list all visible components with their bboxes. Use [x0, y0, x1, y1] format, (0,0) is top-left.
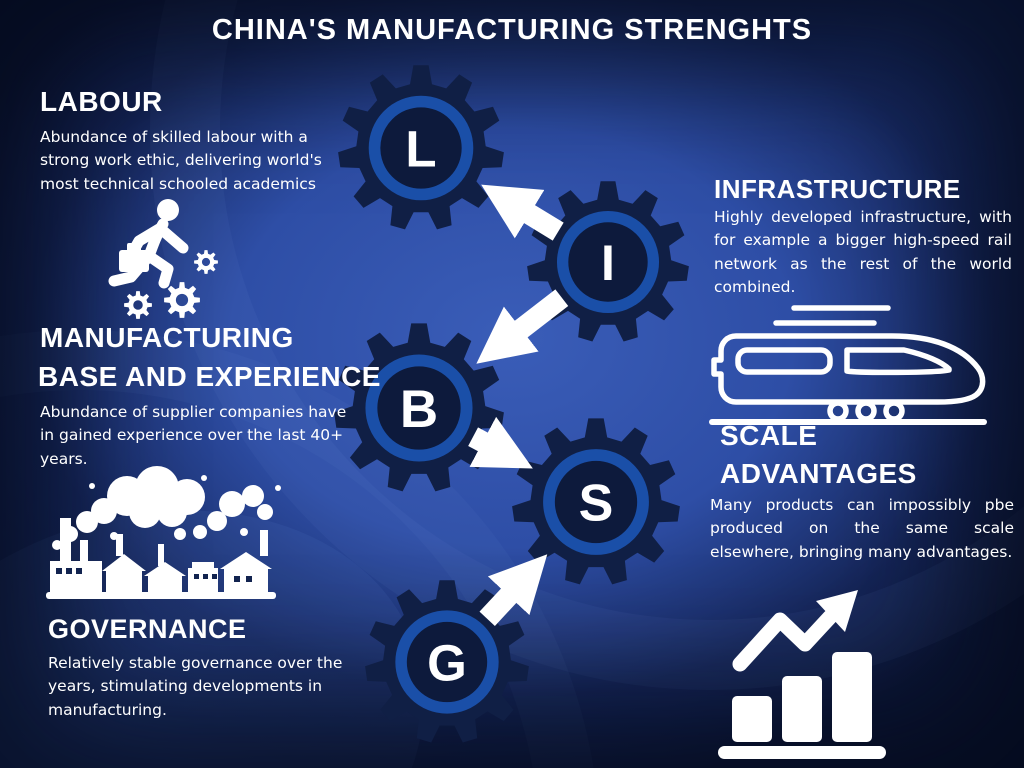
infrastructure-heading: INFRASTRUCTURE: [714, 174, 961, 204]
scale-advantages-heading-line2: ADVANTAGES: [720, 458, 917, 489]
scale-advantages-body: Many products can impossibly pbe produce…: [710, 496, 1014, 561]
gear-S: S: [512, 418, 680, 585]
flow-arrow-B-to-S: [468, 416, 533, 469]
page-title: CHINA'S MANUFACTURING STRENGHTS: [211, 14, 813, 46]
flow-arrow-I-to-B: [476, 289, 569, 364]
labour-heading: LABOUR: [40, 86, 163, 117]
gear-letter-S: S: [579, 475, 614, 533]
businessman-climbing-gears-icon: [108, 199, 218, 319]
governance-heading: GOVERNANCE: [48, 614, 247, 644]
gear-letter-L: L: [405, 120, 436, 177]
factory-smoke-icon: [46, 466, 281, 599]
flow-arrow-G-to-S: [479, 554, 548, 626]
small-gear-icon: [164, 282, 200, 318]
small-gear-icon: [124, 291, 152, 319]
gear-letter-B: B: [400, 380, 438, 439]
small-gear-icon: [194, 250, 218, 274]
train-outline: [711, 305, 986, 422]
briefcase: [119, 243, 149, 272]
trend-arrow-line: [732, 609, 838, 672]
gear-G: G: [365, 580, 529, 743]
scale-advantages-heading-line1: SCALE: [720, 420, 818, 451]
chart-bars: [718, 652, 886, 759]
factory-windows: [56, 568, 252, 582]
smoke-clouds: [52, 466, 281, 550]
gear-letter-G: G: [427, 634, 467, 691]
infrastructure-body: Highly developed infrastructure, with fo…: [714, 208, 1012, 296]
growth-bar-chart-icon: [718, 590, 886, 759]
small-gears: [124, 250, 218, 319]
governance-body: Relatively stable governance over the ye…: [48, 654, 343, 719]
gear-I: I: [527, 181, 689, 342]
flow-arrow-I-to-L: [481, 184, 564, 241]
gear-letter-I: I: [601, 235, 615, 291]
factory-buildings: [46, 518, 276, 599]
high-speed-train-icon: [709, 305, 987, 425]
person-head: [157, 199, 179, 221]
gear-L: L: [338, 65, 504, 230]
manufacturing-base-heading-line2: BASE AND EXPERIENCE: [38, 361, 381, 392]
manufacturing-base-heading-line1: MANUFACTURING: [40, 322, 294, 353]
trend-arrow-head: [816, 590, 858, 632]
manufacturing-base-body: Abundance of supplier companies have in …: [40, 403, 347, 468]
gear-B: B: [334, 323, 504, 492]
labour-body: Abundance of skilled labour with a stron…: [40, 128, 322, 193]
